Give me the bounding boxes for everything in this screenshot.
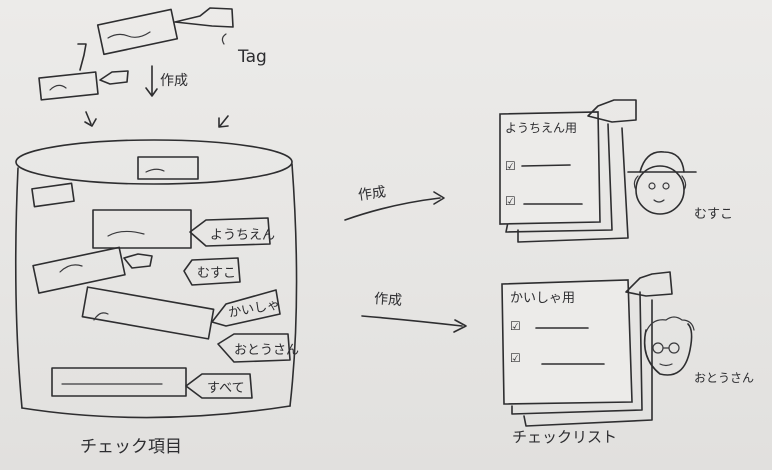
tag-example-left [38, 43, 129, 101]
checkbox-icon: ☑ [505, 194, 516, 208]
father-face-icon [643, 316, 695, 376]
arrow-into-container-right [218, 115, 229, 128]
checklist-kaisha: かいしゃ用 ☑ ☑ [501, 271, 673, 427]
son-face-icon [627, 151, 697, 215]
create-label-1: 作成 [357, 184, 387, 204]
tag-label-otousan: おとうさん [234, 343, 299, 358]
check-items-container [14, 139, 298, 419]
create-arrow-2: 作成 [361, 291, 467, 333]
tag-label: Tag [237, 47, 267, 67]
checklist-title-youchien: ようちえん用 [505, 121, 577, 135]
tag-item-kaisha: かいしゃ [81, 286, 281, 340]
checkbox-icon: ☑ [510, 319, 521, 333]
tag-item-youchien: ようちえん [92, 209, 275, 249]
tag-example-top [96, 7, 234, 56]
create-label-2: 作成 [373, 291, 402, 309]
tag-item-musuko: むすこ [32, 246, 241, 294]
tag-arrow [221, 33, 227, 45]
tag-item-otousan: おとうさん [217, 333, 299, 363]
tag-item-subete: すべて [51, 367, 253, 399]
checklist-label: チェックリスト [512, 428, 617, 446]
create-label-top: 作成 [160, 73, 188, 89]
down-arrow-small [145, 65, 158, 97]
checklist-youchien: ようちえん用 ☑ ☑ [499, 99, 637, 243]
tag-label-youchien: ようちえん [210, 228, 275, 243]
checkbox-icon: ☑ [505, 159, 516, 173]
checkbox-icon: ☑ [510, 351, 521, 365]
create-arrow-1: 作成 [344, 184, 445, 221]
tag-label-musuko: むすこ [197, 266, 236, 281]
tag-label-subete: すべて [207, 381, 245, 396]
person-label-father: おとうさん [694, 371, 754, 385]
checklist-title-kaisha: かいしゃ用 [510, 291, 575, 306]
arrow-into-container-left [84, 111, 97, 127]
container-label: チェック項目 [80, 437, 182, 457]
tag-item-plain [31, 182, 75, 208]
person-label-son: むすこ [694, 207, 733, 222]
